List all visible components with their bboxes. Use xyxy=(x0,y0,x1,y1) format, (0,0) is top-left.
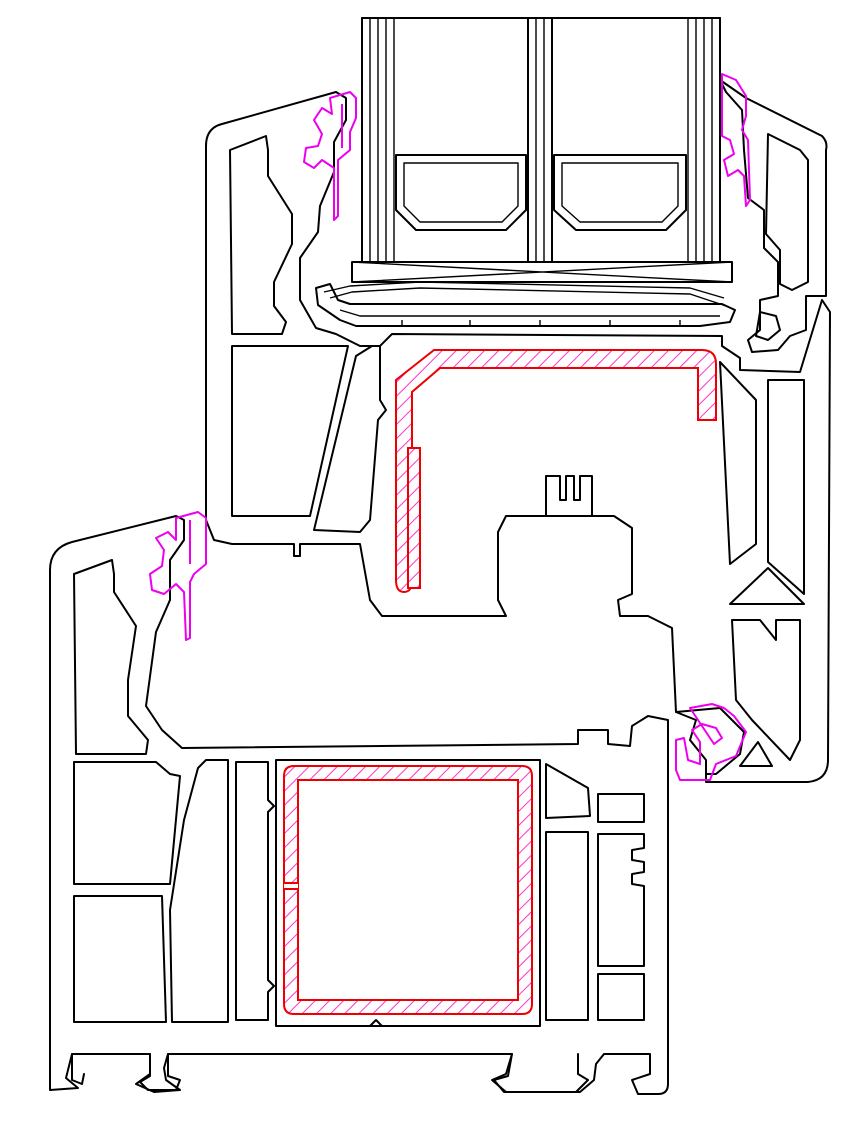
frame-chamber-mid-left xyxy=(73,761,181,885)
sash-chamber-upper-right xyxy=(719,361,757,565)
frame-inner-face xyxy=(275,759,541,1027)
sash-outer-contour xyxy=(205,91,831,783)
frame-chamber-top-left xyxy=(73,559,149,755)
spacer-left-inner xyxy=(403,162,519,223)
sash-chamber-right xyxy=(767,379,805,595)
frame-top-gasket xyxy=(149,511,207,641)
frame-chamber-right-b xyxy=(545,831,589,1021)
sash-lip xyxy=(675,707,745,775)
frame-steel-reinforcement xyxy=(283,765,533,1015)
frame-foot-3 xyxy=(493,1053,589,1093)
sash-drain-triangle xyxy=(739,741,773,767)
frame-foot-1 xyxy=(71,1053,85,1085)
spacer-left xyxy=(395,154,527,231)
sash-top-gasket xyxy=(303,91,357,221)
sash-chamber-top-left xyxy=(229,135,293,335)
frame-profile xyxy=(49,515,669,1095)
spacer-right xyxy=(553,154,687,231)
sash-profile xyxy=(205,91,831,783)
glazing-bead-gasket xyxy=(721,73,751,207)
spacer-right-inner xyxy=(561,162,679,223)
glazing-block xyxy=(315,283,736,327)
frame-chamber-steel xyxy=(235,761,275,1021)
frame-chamber-right-d xyxy=(597,833,645,967)
sash-steel-reinforcement xyxy=(395,349,717,594)
frame-chamber-center-left xyxy=(169,759,229,1023)
sash-chamber-v xyxy=(729,567,805,605)
sash-chamber-left xyxy=(231,345,349,517)
frame-chamber-low-left xyxy=(73,895,167,1023)
hardware-groove xyxy=(545,475,593,517)
frame-outer-contour xyxy=(49,515,669,1095)
glazing-bead xyxy=(719,79,828,353)
sash-chamber-inner xyxy=(313,345,387,533)
frame-chamber-right-c xyxy=(597,793,645,823)
stop-gasket xyxy=(675,703,747,781)
frame-chamber-right-e xyxy=(597,973,645,1021)
frame-foot-2 xyxy=(139,1053,181,1091)
glazing-unit xyxy=(315,17,736,327)
seals xyxy=(149,73,751,781)
frame-chamber-right-a xyxy=(545,763,591,819)
sash-chamber-lower-right xyxy=(731,619,801,761)
